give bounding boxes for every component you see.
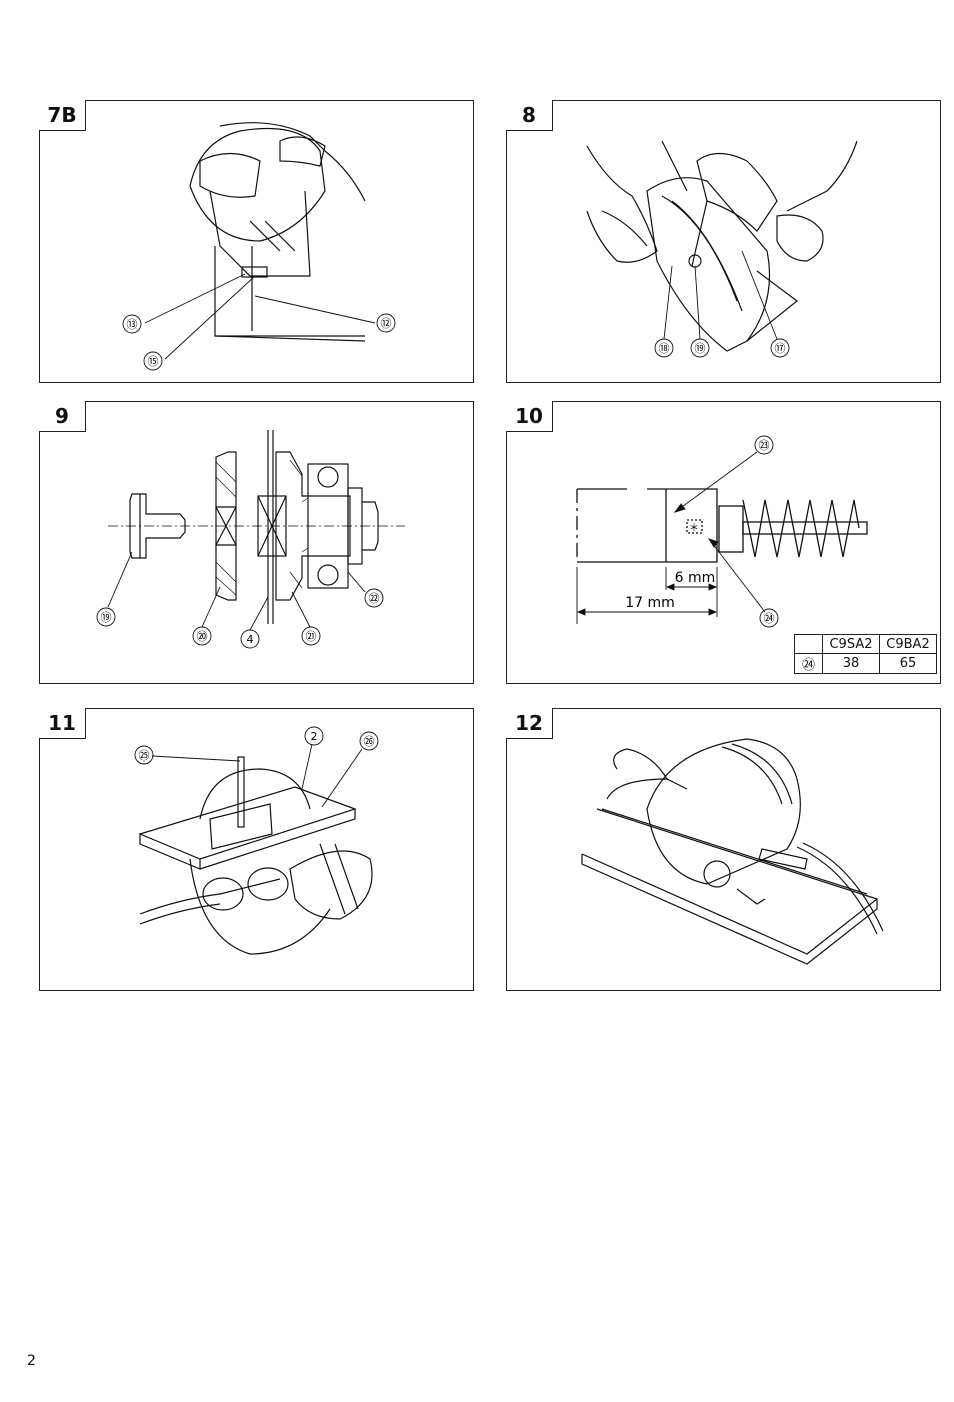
dimension-17mm: 17 mm xyxy=(625,595,675,611)
figure-label: 11 xyxy=(39,708,86,739)
saw-bevel-illustration: ⑬ ⑫ ⑮ xyxy=(122,122,396,371)
figure-label: 10 xyxy=(506,401,553,432)
figure-11: 11 ㉕ 2 ㉖ xyxy=(39,708,474,991)
callout-15: ⑮ xyxy=(148,355,159,368)
figure-8: 8 ⑱ ⑲ ⑰ xyxy=(506,100,941,383)
page-number: 2 xyxy=(27,1353,36,1369)
callout-22: ㉒ xyxy=(369,592,380,605)
guide-rail-illustration xyxy=(581,738,884,965)
callout-19: ⑲ xyxy=(695,342,706,355)
callout-24: ㉔ xyxy=(764,612,775,625)
callout-17: ⑰ xyxy=(775,342,786,355)
table-row: ㉔ 38 65 xyxy=(794,653,937,674)
callout-21: ㉑ xyxy=(306,630,317,643)
callout-13: ⑬ xyxy=(127,318,138,331)
table-cell: ㉔ xyxy=(794,653,823,674)
callout-20: ⑳ xyxy=(197,630,208,643)
dimension-6mm: 6 mm xyxy=(675,570,716,586)
figure-12: 12 xyxy=(506,708,941,991)
callout-23: ㉓ xyxy=(759,439,770,452)
carbon-brush-wear-diagram: ＊ ㉓ ㉔ 6 mm 17 mm xyxy=(576,435,868,628)
callout-4: 4 xyxy=(247,633,254,646)
blade-assembly-exploded-view: ⑲ ⑳ 4 ㉑ ㉒ xyxy=(96,430,405,649)
wear-limit-marker: ＊ xyxy=(689,523,699,534)
table-header-cell xyxy=(794,634,823,654)
callout-26: ㉖ xyxy=(364,735,375,748)
callout-12: ⑫ xyxy=(381,317,392,330)
figure-label: 8 xyxy=(506,100,553,131)
figure-7b: 7B ⑬ ⑫ ⑮ xyxy=(39,100,474,383)
table-cell: 38 xyxy=(822,653,880,674)
callout-25: ㉕ xyxy=(139,749,150,762)
figure-label: 9 xyxy=(39,401,86,432)
figure-9: 9 xyxy=(39,401,474,684)
brush-length-table: C9SA2 C9BA2 ㉔ 38 65 xyxy=(794,634,937,674)
table-header-cell: C9BA2 xyxy=(879,634,937,654)
callout-19: ⑲ xyxy=(101,611,112,624)
blade-removal-illustration: ⑱ ⑲ ⑰ xyxy=(586,140,858,358)
callout-2: 2 xyxy=(311,730,318,743)
figure-label: 7B xyxy=(39,100,86,131)
guide-fence-illustration: ㉕ 2 ㉖ xyxy=(134,726,379,955)
table-header-cell: C9SA2 xyxy=(822,634,880,654)
callout-18: ⑱ xyxy=(659,342,670,355)
figure-10: 10 ＊ xyxy=(506,401,941,684)
table-header-row: C9SA2 C9BA2 xyxy=(794,634,937,654)
table-cell: 65 xyxy=(879,653,937,674)
figure-label: 12 xyxy=(506,708,553,739)
